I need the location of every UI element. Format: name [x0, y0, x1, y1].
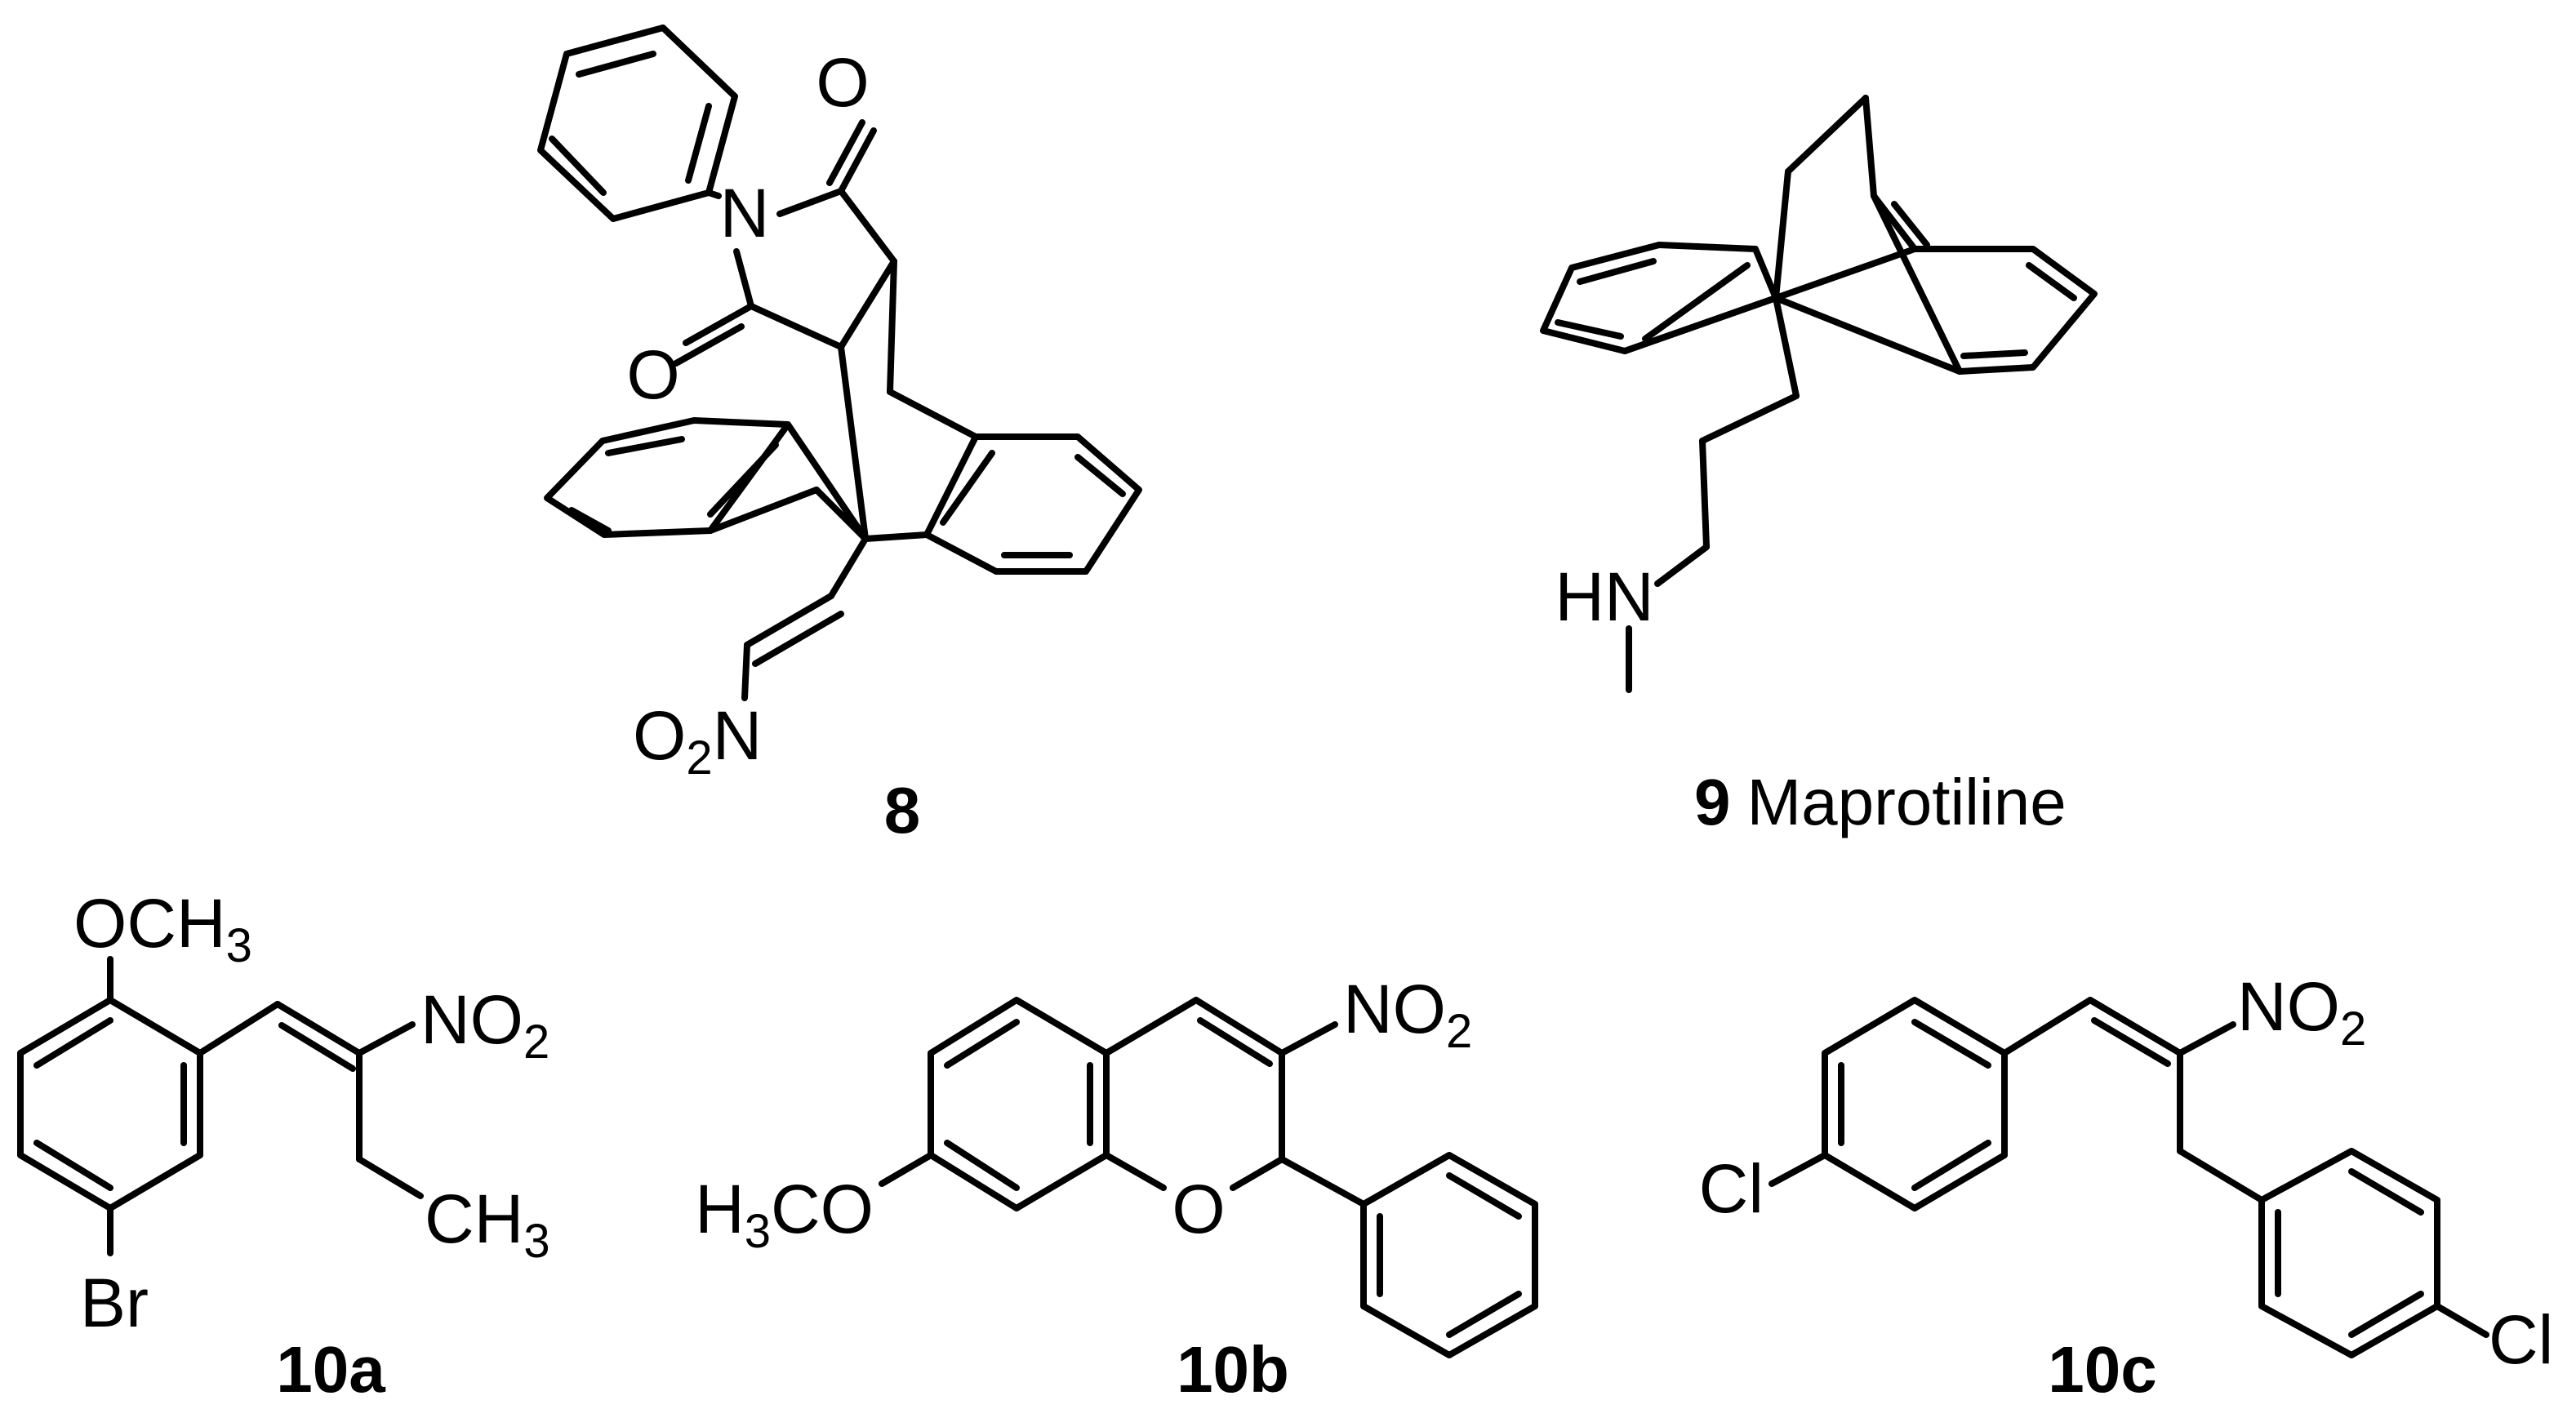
compound-10a-structure: OCH3 NO2 CH3 Br [17, 885, 550, 1341]
compound-10b-nitro-label: NO2 [1343, 971, 1472, 1058]
compound-8-right-benzo-ring [923, 433, 1142, 575]
compound-10c-right-chlorophenyl-ring [2258, 1148, 2440, 1358]
compound-8-carbonyl-oxygen-top: O [816, 44, 869, 121]
compound-10b-ring-oxygen: O [1172, 1171, 1225, 1247]
compound-10c-left-chlorophenyl-ring [1822, 997, 2008, 1211]
compound-10a-nitro-label: NO2 [420, 981, 549, 1069]
compound-8-number: 8 [884, 774, 921, 847]
compound-9-amine-label: HN [1555, 558, 1653, 635]
compound-9-left-benzo-ring [1540, 242, 1779, 354]
compound-9-right-benzo-ring [1871, 193, 2098, 375]
compound-10a-label: 10a [276, 1333, 385, 1406]
compound-10b-label: 10b [1177, 1333, 1289, 1406]
compound-10b-phenyl-ring [1360, 1152, 1538, 1358]
compound-10c-number: 10c [2048, 1333, 2156, 1406]
compound-10a-methyl-label: CH3 [425, 1180, 550, 1268]
compound-8-carbonyl-oxygen-left: O [626, 336, 679, 413]
compound-10b-number: 10b [1177, 1333, 1289, 1406]
compound-10c-chlorine-left: Cl [1699, 1150, 1764, 1227]
compound-10c-label: 10c [2048, 1333, 2156, 1406]
compound-10b-methoxy-label: H3CO [695, 1171, 874, 1258]
compound-10a-bromine-label: Br [80, 1265, 149, 1341]
compound-10a-methoxy-label: OCH3 [73, 885, 252, 972]
compound-10a-benzene-ring [17, 997, 203, 1211]
compound-10c-nitro-label: NO2 [2237, 968, 2366, 1056]
compound-8-imide-nitrogen: N [720, 175, 770, 251]
compound-9-structure: HN [1540, 95, 2098, 693]
compound-9-name: Maprotiline [1747, 766, 2067, 838]
compound-8-nitro-label: O2N [633, 697, 762, 785]
compound-9-number: 9 [1694, 766, 1731, 838]
compound-10a-number: 10a [276, 1333, 385, 1406]
compound-10c-structure: NO2 Cl Cl [1699, 968, 2554, 1378]
compound-8-structure: O N O O2N [537, 24, 1142, 785]
compound-10b-structure: NO2 H3CO O [695, 971, 1538, 1358]
compound-10c-chlorine-right: Cl [2489, 1301, 2553, 1378]
compound-8-label: 8 [884, 774, 921, 847]
compound-8-phenyl-ring [537, 24, 738, 222]
compound-10b-benzo-ring [928, 997, 1110, 1211]
